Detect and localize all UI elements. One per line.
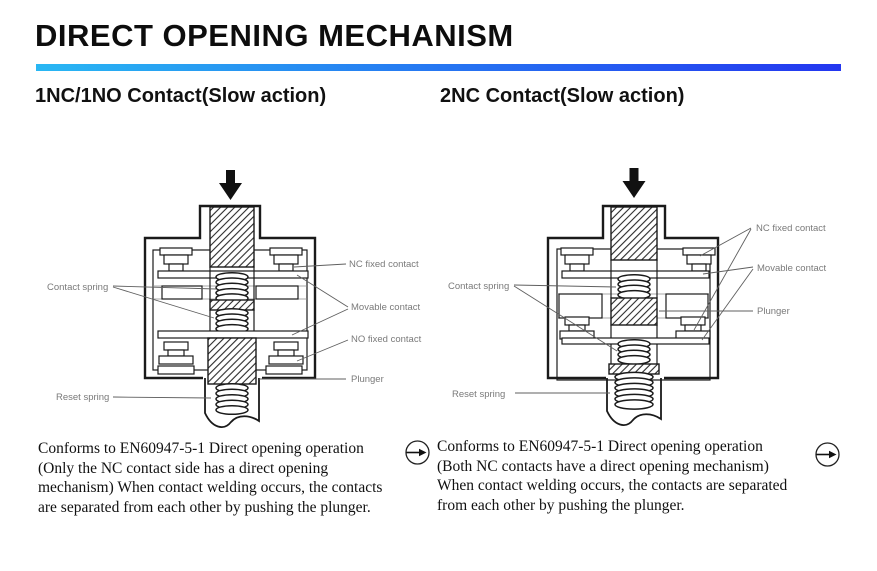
movable-contact-bar-no [157, 330, 309, 339]
description-line: Conforms to EN60947-5-1 Direct opening o… [38, 440, 364, 457]
diagram-1nc1no-switch: Contact spring Reset spring NC fixed con… [47, 170, 422, 428]
reset-spring-coil [215, 382, 249, 416]
label-reset-spring: Reset spring [452, 389, 505, 400]
description-line: (Only the NC contact side has a direct o… [38, 459, 329, 477]
leader-line-contact-spring [112, 285, 217, 319]
guide-block [161, 285, 203, 300]
guide-block [665, 293, 709, 319]
description-line: from each other by pushing the plunger. [437, 496, 685, 514]
leader-line-no-fixed [296, 339, 349, 362]
contact-spring-coil-upper [617, 273, 651, 300]
label-contact-spring: Contact spring [448, 281, 509, 292]
description-line: (Both NC contacts have a direct opening … [437, 457, 769, 475]
leader-line-reset-spring [112, 396, 212, 399]
label-movable-contact: Movable contact [757, 263, 827, 274]
circled-right-arrow-icon [405, 440, 430, 465]
description-line: mechanism) When contact welding occurs, … [38, 479, 383, 496]
spring-channel [610, 260, 658, 298]
diagram-2nc-switch: NC fixed contact Movable contact Plunger… [448, 168, 827, 426]
plunger-top-hatched [209, 206, 255, 268]
housing-outline [143, 204, 317, 380]
spring-channel [209, 267, 255, 300]
down-arrow-icon [622, 168, 646, 198]
description-line: When contact welding occurs, the contact… [437, 477, 788, 494]
spring-channel [610, 325, 658, 338]
description-1nc1no: Conforms to EN60947-5-1 Direct opening o… [38, 439, 382, 517]
label-nc-fixed-contact: NC fixed contact [756, 223, 826, 234]
leader-line-contact-spring [513, 284, 618, 352]
leader-line-nc-fixed [693, 227, 752, 331]
nc-fixed-contact-mid-left [559, 316, 595, 340]
nc-fixed-contact-upper-left [560, 247, 594, 272]
label-contact-spring: Contact spring [47, 282, 108, 293]
label-reset-spring: Reset spring [56, 392, 109, 403]
label-plunger: Plunger [351, 374, 384, 385]
guide-block [255, 285, 299, 300]
circled-right-arrow-icon [815, 442, 840, 467]
page-title: DIRECT OPENING MECHANISM [35, 18, 514, 53]
reset-spring-coil [614, 371, 654, 410]
spring-channel [209, 310, 255, 331]
plunger-shaft-break [204, 378, 260, 428]
down-arrow-icon [219, 170, 242, 200]
housing-outline [546, 204, 720, 380]
description-line: are separated from each other by pushing… [38, 498, 371, 516]
plunger-top-hatched [610, 206, 658, 261]
contact-spring-coil-lower [617, 338, 651, 365]
plunger-lower-hatched [207, 337, 257, 385]
contact-spring-coil-lower [215, 307, 249, 334]
nc-fixed-contact-upper-left [159, 247, 193, 272]
guide-block [558, 293, 603, 319]
label-no-fixed-contact: NO fixed contact [351, 334, 422, 345]
description-line: Conforms to EN60947-5-1 Direct opening o… [437, 438, 763, 455]
no-fixed-contact-lower-left [158, 341, 194, 365]
nc-fixed-contact-upper-right [269, 247, 303, 272]
label-nc-fixed-contact: NC fixed contact [349, 259, 419, 270]
leader-line-nc-fixed [293, 263, 347, 268]
panel-heading-1nc1no: 1NC/1NO Contact(Slow action) [35, 85, 327, 107]
terminal-plate [157, 365, 195, 375]
description-2nc: Conforms to EN60947-5-1 Direct opening o… [437, 437, 787, 515]
terminal-plate [265, 365, 303, 375]
label-movable-contact: Movable contact [351, 302, 421, 313]
contact-spring-coil-upper [215, 271, 249, 304]
leader-line-movable [291, 274, 349, 336]
label-plunger: Plunger [757, 306, 790, 317]
plunger-shaft-break [606, 378, 662, 426]
plunger-mid-hatched-block [610, 297, 658, 326]
panel-heading-2nc: 2NC Contact(Slow action) [440, 85, 685, 107]
title-underline-rule [36, 64, 841, 71]
leader-line-movable [701, 266, 754, 341]
